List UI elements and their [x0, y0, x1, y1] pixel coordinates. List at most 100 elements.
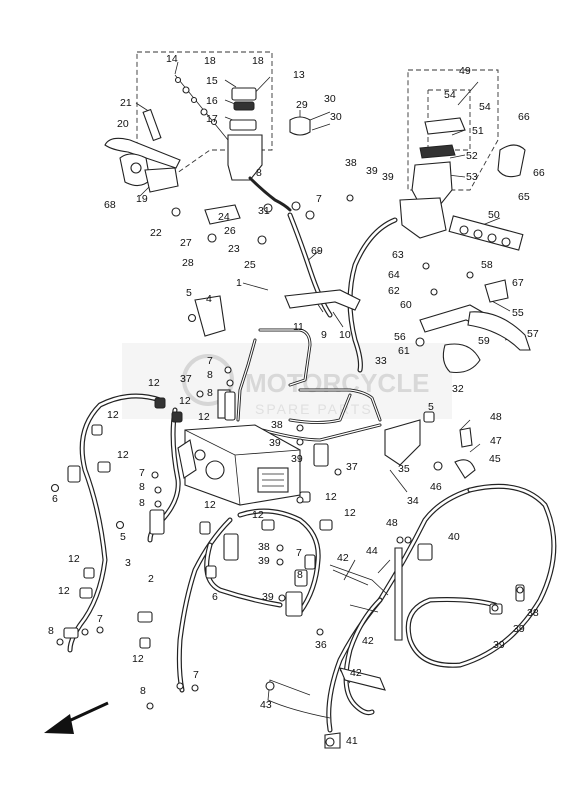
- label-8: 8: [297, 569, 303, 581]
- label-21: 21: [120, 97, 132, 109]
- label-39: 39: [269, 437, 281, 449]
- lever-bracket: [144, 167, 179, 193]
- label-37: 37: [346, 461, 358, 473]
- label-27: 27: [180, 237, 192, 249]
- label-55: 55: [512, 307, 524, 319]
- label-42: 42: [337, 552, 349, 564]
- label-14: 14: [166, 53, 178, 65]
- label-7: 7: [193, 669, 199, 681]
- label-2: 2: [148, 573, 154, 585]
- label-19: 19: [136, 193, 148, 205]
- label-69: 69: [311, 245, 323, 257]
- label-5: 5: [120, 531, 126, 543]
- bracket-35: [384, 419, 421, 466]
- label-47: 47: [490, 435, 502, 447]
- group-outline-rear-master: [407, 69, 499, 191]
- rear-master-cylinder-body: [399, 197, 447, 239]
- label-40: 40: [448, 531, 460, 543]
- label-8: 8: [256, 167, 262, 179]
- label-12: 12: [325, 491, 337, 503]
- diaphragm: [229, 119, 257, 131]
- label-12: 12: [252, 509, 264, 521]
- label-18: 18: [252, 55, 264, 67]
- label-5: 5: [186, 287, 192, 299]
- brake-pipes: [236, 328, 382, 442]
- label-16: 16: [206, 95, 218, 107]
- label-20: 20: [117, 118, 129, 130]
- label-32: 32: [452, 383, 464, 395]
- diaphragm-rear: [419, 144, 456, 159]
- label-8: 8: [139, 497, 145, 509]
- label-66: 66: [518, 111, 530, 123]
- label-60: 60: [400, 299, 412, 311]
- label-15: 15: [206, 75, 218, 87]
- label-46: 46: [430, 481, 442, 493]
- label-48: 48: [490, 411, 502, 423]
- brake-pedal-cover: [442, 343, 481, 374]
- label-7: 7: [316, 193, 322, 205]
- label-28: 28: [182, 257, 194, 269]
- switch-rear: [484, 279, 509, 303]
- label-31: 31: [258, 205, 270, 217]
- label-44: 44: [366, 545, 378, 557]
- label-38: 38: [258, 541, 270, 553]
- label-62: 62: [388, 285, 400, 297]
- label-48: 48: [386, 517, 398, 529]
- label-10: 10: [339, 329, 351, 341]
- label-25: 25: [244, 259, 256, 271]
- label-23: 23: [228, 243, 240, 255]
- label-7: 7: [139, 467, 145, 479]
- label-8: 8: [207, 387, 213, 399]
- reservoir-cap-rear: [424, 117, 466, 135]
- label-7: 7: [296, 547, 302, 559]
- label-45: 45: [489, 453, 501, 465]
- label-39: 39: [493, 639, 505, 651]
- label-26: 26: [224, 225, 236, 237]
- switch-bracket: [204, 204, 241, 225]
- fittings: [50, 194, 525, 749]
- label-38: 38: [345, 157, 357, 169]
- hose-bracket: [284, 289, 361, 311]
- label-39: 39: [382, 171, 394, 183]
- label-6: 6: [212, 591, 218, 603]
- label-18: 18: [204, 55, 216, 67]
- master-cylinder-holder: [289, 116, 311, 136]
- label-41: 41: [346, 735, 358, 747]
- label-37: 37: [180, 373, 192, 385]
- label-17: 17: [206, 113, 218, 125]
- front-brake-lever: [104, 137, 181, 169]
- brake-hose-1: [287, 212, 333, 318]
- label-39: 39: [291, 453, 303, 465]
- label-39: 39: [258, 555, 270, 567]
- label-12: 12: [132, 653, 144, 665]
- label-66: 66: [533, 167, 545, 179]
- watermark: MOTORCYCLE SPARE PARTS: [122, 343, 452, 419]
- rear-master-cylinder-assembly: [399, 117, 531, 374]
- label-24: 24: [218, 211, 230, 223]
- label-6: 6: [52, 493, 58, 505]
- label-12: 12: [344, 507, 356, 519]
- label-29: 29: [296, 99, 308, 111]
- label-64: 64: [388, 269, 400, 281]
- label-65: 65: [518, 191, 530, 203]
- abs-bracket: [177, 439, 197, 479]
- label-35: 35: [398, 463, 410, 475]
- label-22: 22: [150, 227, 162, 239]
- label-12: 12: [179, 395, 191, 407]
- label-12: 12: [148, 377, 160, 389]
- label-39: 39: [262, 591, 274, 603]
- label-30: 30: [330, 111, 342, 123]
- label-9: 9: [321, 329, 327, 341]
- push-rod-kit: [448, 215, 524, 251]
- label-49: 49: [459, 65, 471, 77]
- part-labels: 14 18 18 13 15 16 17 21 20 19 68 22 29 3…: [48, 53, 545, 747]
- label-63: 63: [392, 249, 404, 261]
- nut: [171, 207, 181, 217]
- abs-unit-body: [184, 424, 301, 506]
- label-59: 59: [478, 335, 490, 347]
- bracket-4: [194, 295, 226, 337]
- label-38: 38: [527, 607, 539, 619]
- label-57: 57: [527, 328, 539, 340]
- label-12: 12: [117, 449, 129, 461]
- label-13: 13: [293, 69, 305, 81]
